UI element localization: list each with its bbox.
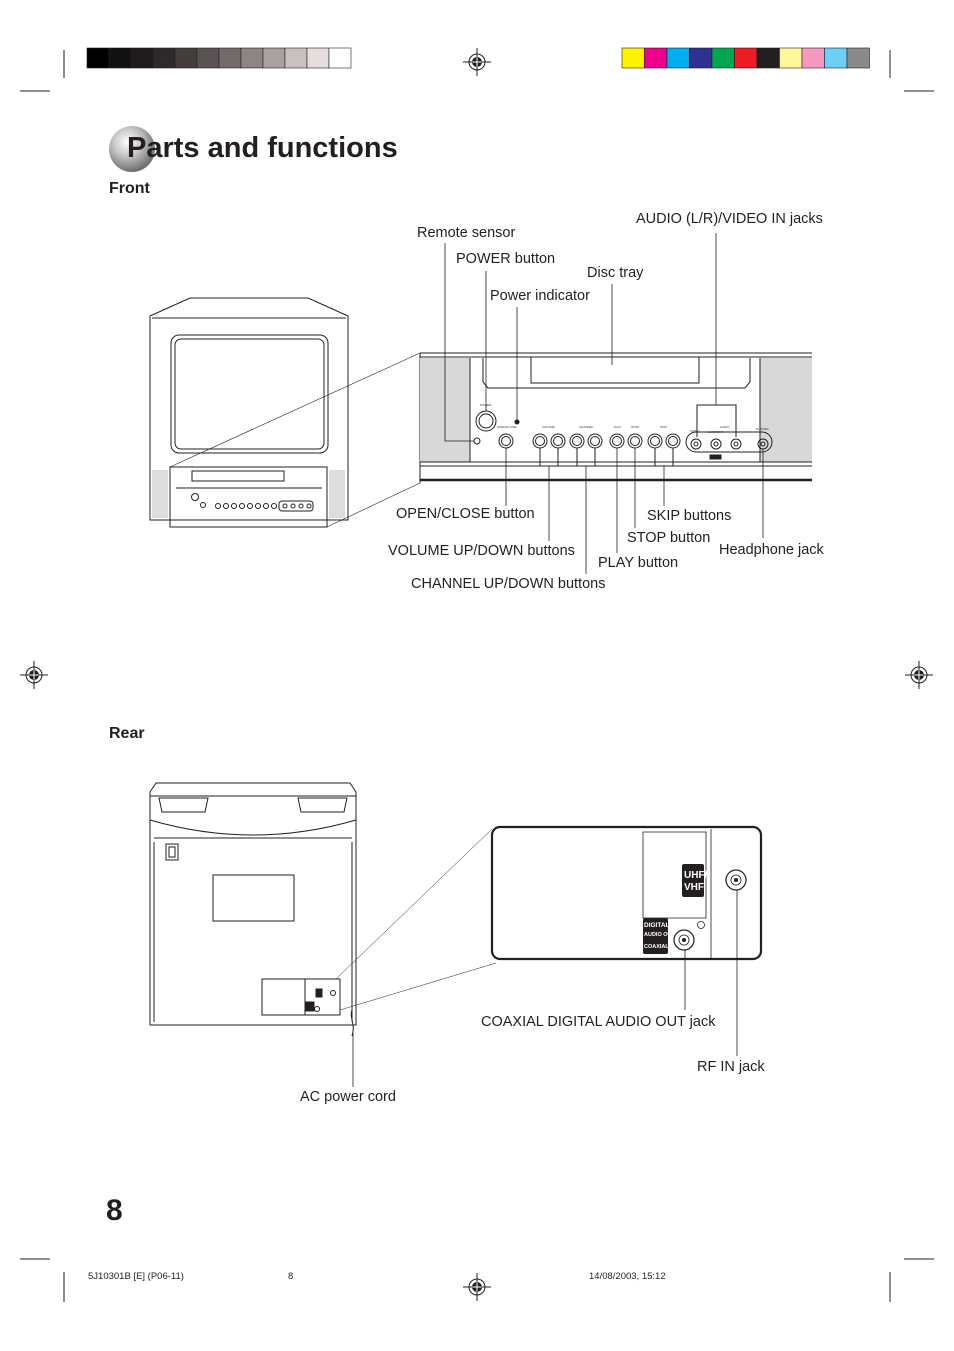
- color-swatch: [644, 47, 668, 69]
- rear-panel-labels: UHF/ VHF DIGITAL AUDIO OUT COAXIAL: [644, 870, 708, 950]
- callout-play: PLAY button: [598, 555, 679, 571]
- rear-panel-closeup: [490, 825, 763, 961]
- gray-swatch: [108, 47, 132, 69]
- svg-text:CHANNEL: CHANNEL: [579, 425, 594, 429]
- svg-text:VOLUME: VOLUME: [542, 425, 555, 429]
- rear-heading: Rear: [109, 725, 145, 742]
- gray-swatch: [306, 47, 330, 69]
- svg-text:UHF/: UHF/: [684, 870, 708, 881]
- rear-tv-illustration: [149, 782, 497, 1037]
- footer-date: 14/08/2003, 15:12: [589, 1271, 666, 1282]
- callout-rf-in: RF IN jack: [697, 1059, 765, 1075]
- callout-power-button: POWER button: [456, 251, 556, 267]
- gray-swatch: [218, 47, 242, 69]
- registration-target-icon: [463, 1273, 491, 1301]
- color-swatch: [734, 47, 758, 69]
- gray-swatch: [196, 47, 220, 69]
- color-swatch: [621, 47, 645, 69]
- crop-marks: [20, 50, 934, 1302]
- title-sphere-icon: [109, 126, 155, 172]
- front-panel-closeup: [419, 352, 812, 483]
- callout-open-close: OPEN/CLOSE button: [396, 506, 535, 522]
- page-number: 8: [106, 1194, 123, 1227]
- footer-doc-code: 5J10301B [E] (P06-11): [88, 1271, 184, 1282]
- callout-channel: CHANNEL UP/DOWN buttons: [411, 576, 606, 592]
- gray-swatch: [130, 47, 154, 69]
- callout-stop: STOP button: [627, 530, 711, 546]
- callout-volume: VOLUME UP/DOWN buttons: [388, 543, 575, 559]
- callout-disc-tray: Disc tray: [587, 265, 644, 281]
- svg-text:AUDIO OUT: AUDIO OUT: [644, 932, 676, 938]
- gray-swatch: [240, 47, 264, 69]
- color-swatch: [756, 47, 780, 69]
- front-leader-lines: [444, 233, 764, 574]
- svg-text:PHONES: PHONES: [756, 427, 769, 431]
- gray-swatch: [328, 47, 352, 69]
- gray-swatch: [174, 47, 198, 69]
- footer-page: 8: [288, 1271, 294, 1282]
- callout-av-in-jacks: AUDIO (L/R)/VIDEO IN jacks: [636, 211, 823, 227]
- front-heading: Front: [109, 180, 150, 197]
- color-swatch: [846, 47, 870, 69]
- callout-ac-cord: AC power cord: [300, 1089, 396, 1105]
- color-swatch: [689, 47, 713, 69]
- registration-targets: [20, 48, 933, 1301]
- svg-text:STOP: STOP: [631, 425, 639, 429]
- svg-text:AUDIO: AUDIO: [720, 425, 730, 429]
- color-swatch: [666, 47, 690, 69]
- gray-swatch: [86, 47, 110, 69]
- callout-power-indicator: Power indicator: [490, 288, 590, 304]
- svg-text:L/MONO R: L/MONO R: [708, 430, 724, 434]
- callout-remote-sensor: Remote sensor: [417, 225, 516, 241]
- gray-swatch: [284, 47, 308, 69]
- callout-coaxial-out: COAXIAL DIGITAL AUDIO OUT jack: [481, 1014, 716, 1030]
- registration-target-icon: [20, 661, 48, 689]
- front-panel-tiny-labels: POWER OPEN/CLOSE VOLUME CHANNEL PLAY STO…: [480, 403, 769, 434]
- front-tv-illustration: [149, 297, 421, 528]
- callout-headphone: Headphone jack: [719, 542, 824, 558]
- page-title: Parts and functions: [127, 132, 398, 164]
- color-swatch: [711, 47, 735, 69]
- registration-target-icon: [905, 661, 933, 689]
- svg-text:DIGITAL: DIGITAL: [644, 922, 670, 929]
- gray-calibration-bar: [86, 47, 352, 69]
- svg-text:VIDEO: VIDEO: [690, 429, 700, 433]
- registration-target-icon: [463, 48, 491, 76]
- callout-skip: SKIP buttons: [647, 508, 732, 524]
- svg-text:PLAY: PLAY: [614, 425, 621, 429]
- rear-leader-lines: [352, 890, 738, 1087]
- color-swatch: [824, 47, 848, 69]
- gray-swatch: [152, 47, 176, 69]
- color-swatch: [779, 47, 803, 69]
- svg-text:OPEN/CLOSE: OPEN/CLOSE: [497, 425, 517, 429]
- gray-swatch: [262, 47, 286, 69]
- svg-text:COAXIAL: COAXIAL: [644, 944, 669, 950]
- color-calibration-bar: [621, 47, 870, 69]
- svg-text:SKIP: SKIP: [660, 425, 667, 429]
- color-swatch: [801, 47, 825, 69]
- svg-text:VHF: VHF: [684, 882, 704, 893]
